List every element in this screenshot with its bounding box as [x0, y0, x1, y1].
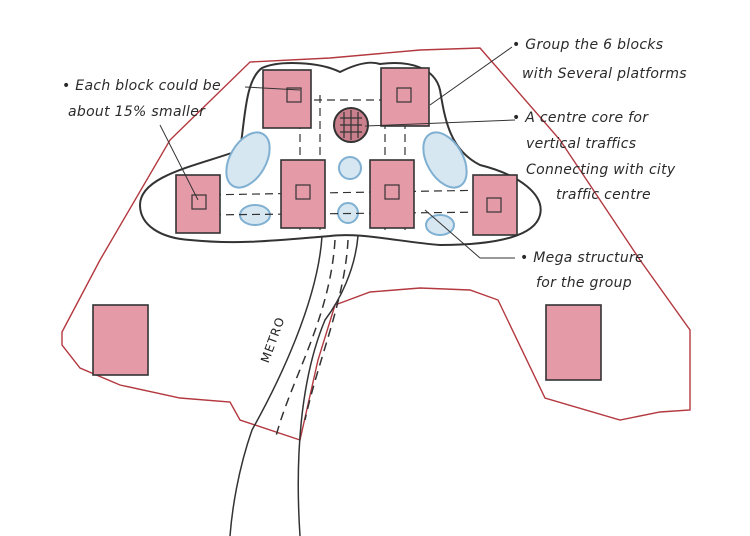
block: [472, 174, 518, 236]
central-core: [333, 107, 369, 143]
annotation-core-line3: Connecting with city: [526, 162, 676, 178]
site-boundary: [61, 47, 691, 441]
block: [380, 67, 430, 127]
building-blocks: [92, 67, 602, 381]
annotation-core-line1: • A centre core for: [512, 110, 649, 126]
block: [280, 159, 326, 229]
block-cores: [191, 87, 502, 213]
annotation-left-line1: • Each block could be: [62, 78, 221, 94]
leader-lines: [159, 46, 516, 259]
annotation-group-line2: with Several platforms: [522, 66, 687, 82]
block: [175, 174, 221, 234]
annotation-left-line2: about 15% smaller: [68, 104, 206, 120]
annotation-group-line1: • Group the 6 blocks: [512, 37, 664, 53]
metro-road: [229, 235, 359, 536]
block: [545, 304, 602, 381]
annotation-core-line2: vertical traffics: [526, 136, 637, 152]
block: [92, 304, 149, 376]
annotation-mega-line1: • Mega structure: [520, 250, 644, 266]
annotation-core-line4: traffic centre: [556, 187, 651, 203]
block: [369, 159, 415, 229]
annotation-mega-line2: for the group: [536, 275, 632, 291]
